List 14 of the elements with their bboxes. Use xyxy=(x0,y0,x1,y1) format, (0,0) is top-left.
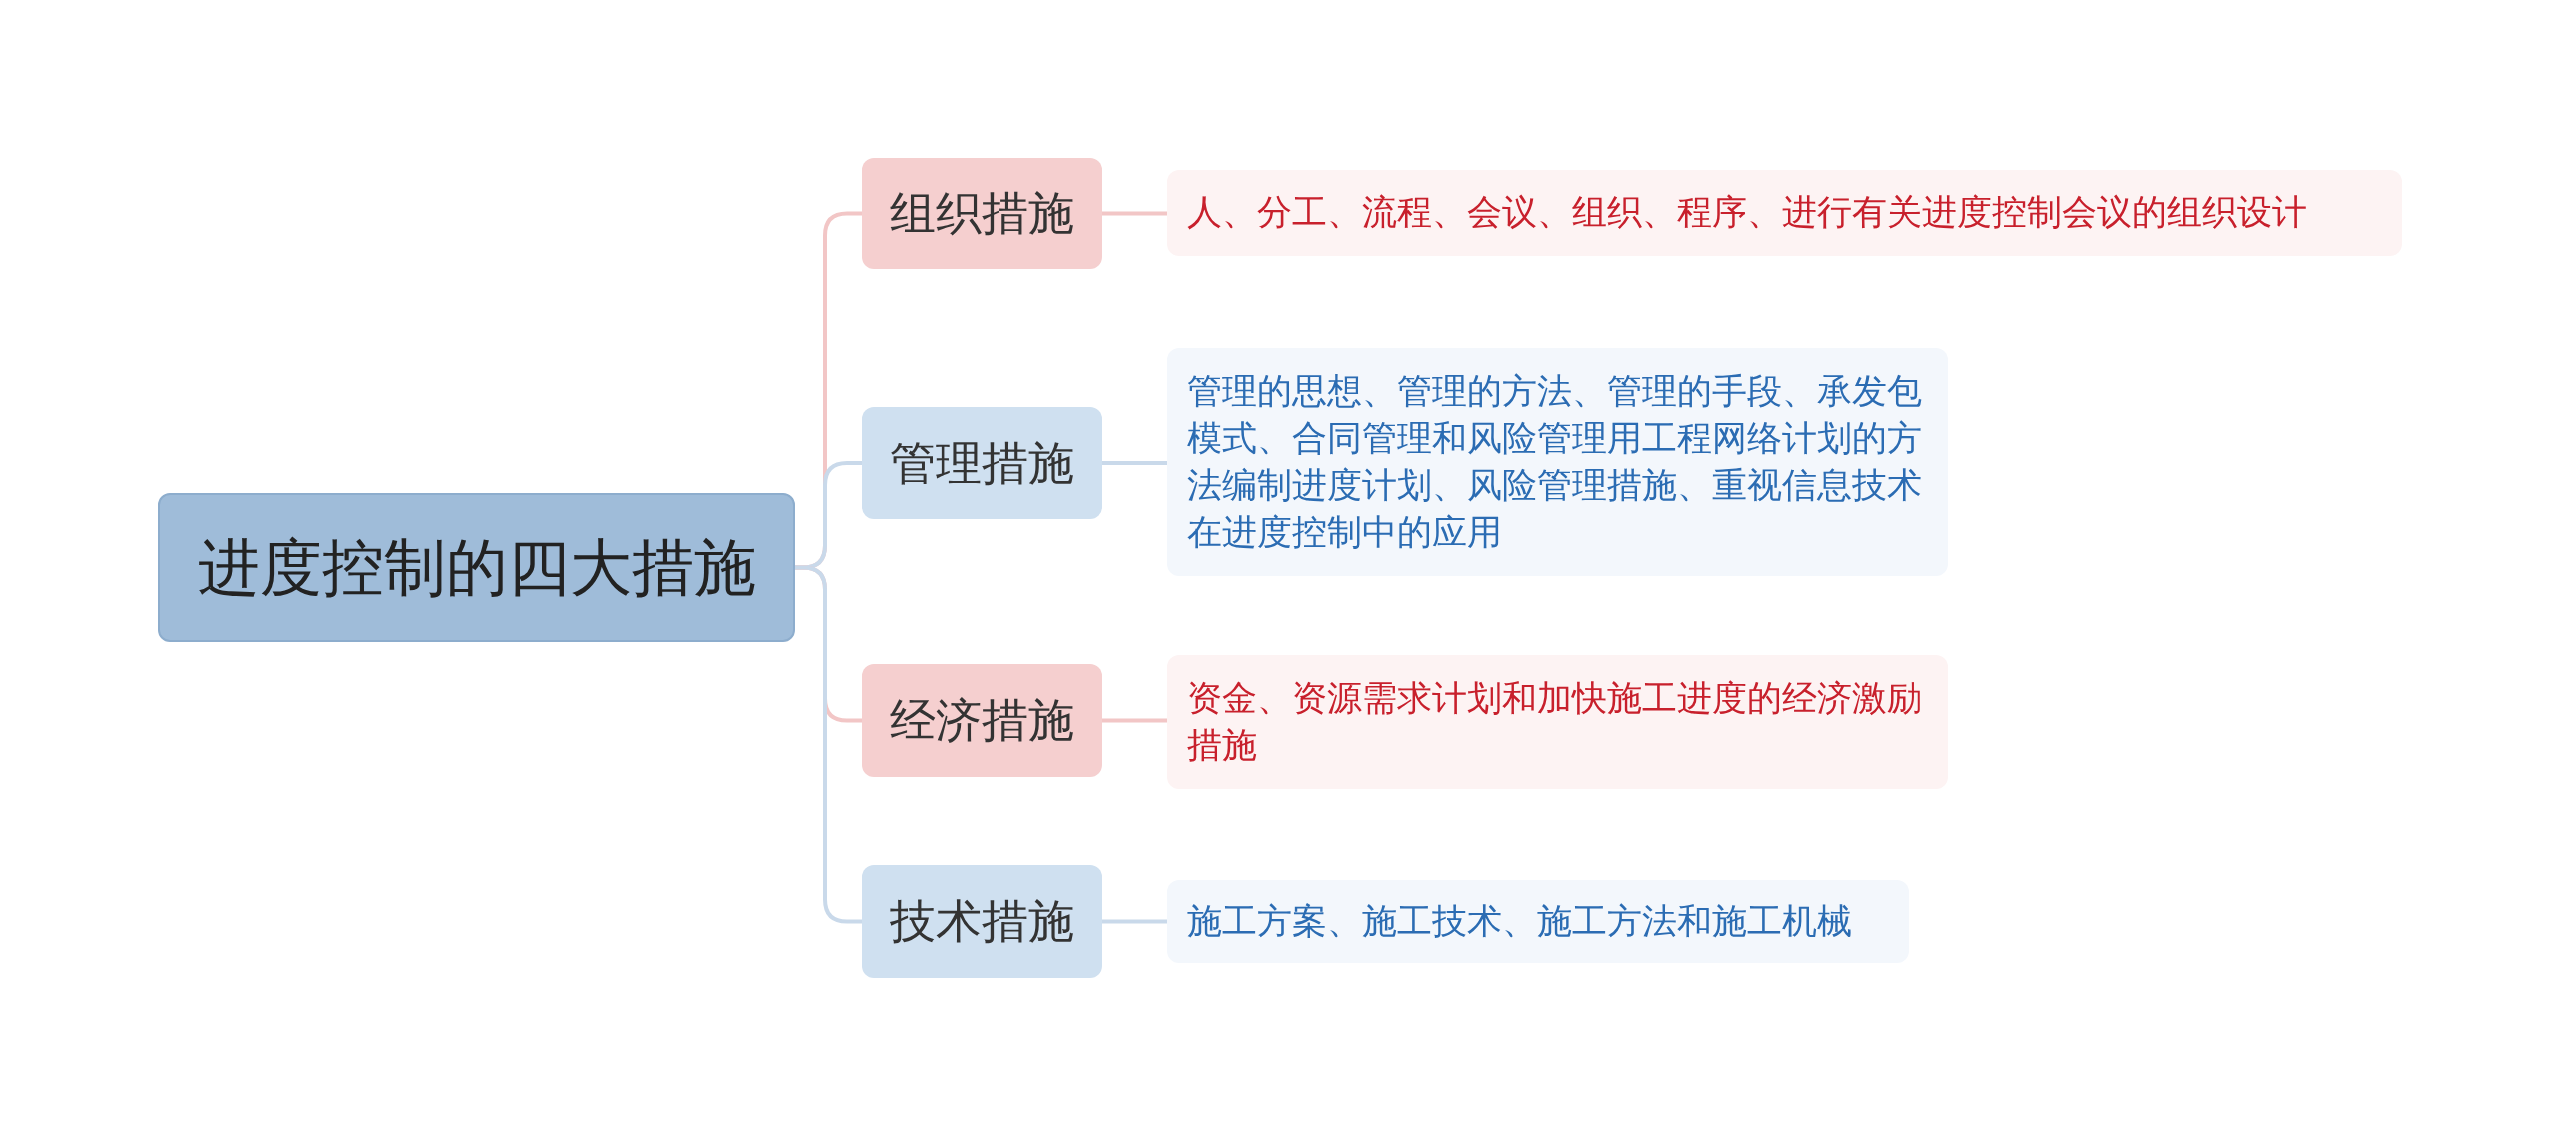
detail-box: 人、分工、流程、会议、组织、程序、进行有关进度控制会议的组织设计 xyxy=(1167,170,2402,256)
branch-topic: 组织措施 xyxy=(862,158,1102,269)
branch-topic: 技术措施 xyxy=(862,865,1102,978)
connector-line xyxy=(1102,919,1167,924)
connector-line xyxy=(1102,461,1167,465)
connector-line xyxy=(1102,718,1167,723)
branch-topic: 经济措施 xyxy=(862,664,1102,777)
connector-line xyxy=(795,565,862,924)
connector-line xyxy=(1102,211,1167,216)
root-topic: 进度控制的四大措施 xyxy=(158,493,795,642)
detail-box: 资金、资源需求计划和加快施工进度的经济激励措施 xyxy=(1167,655,1948,789)
branch-topic: 管理措施 xyxy=(862,407,1102,519)
detail-box: 管理的思想、管理的方法、管理的手段、承发包模式、合同管理和风险管理用工程网络计划的方法编制进度计划、风险管理措施、重视信息技术在进度控制中的应用 xyxy=(1167,348,1948,576)
detail-box: 施工方案、施工技术、施工方法和施工机械 xyxy=(1167,880,1909,963)
